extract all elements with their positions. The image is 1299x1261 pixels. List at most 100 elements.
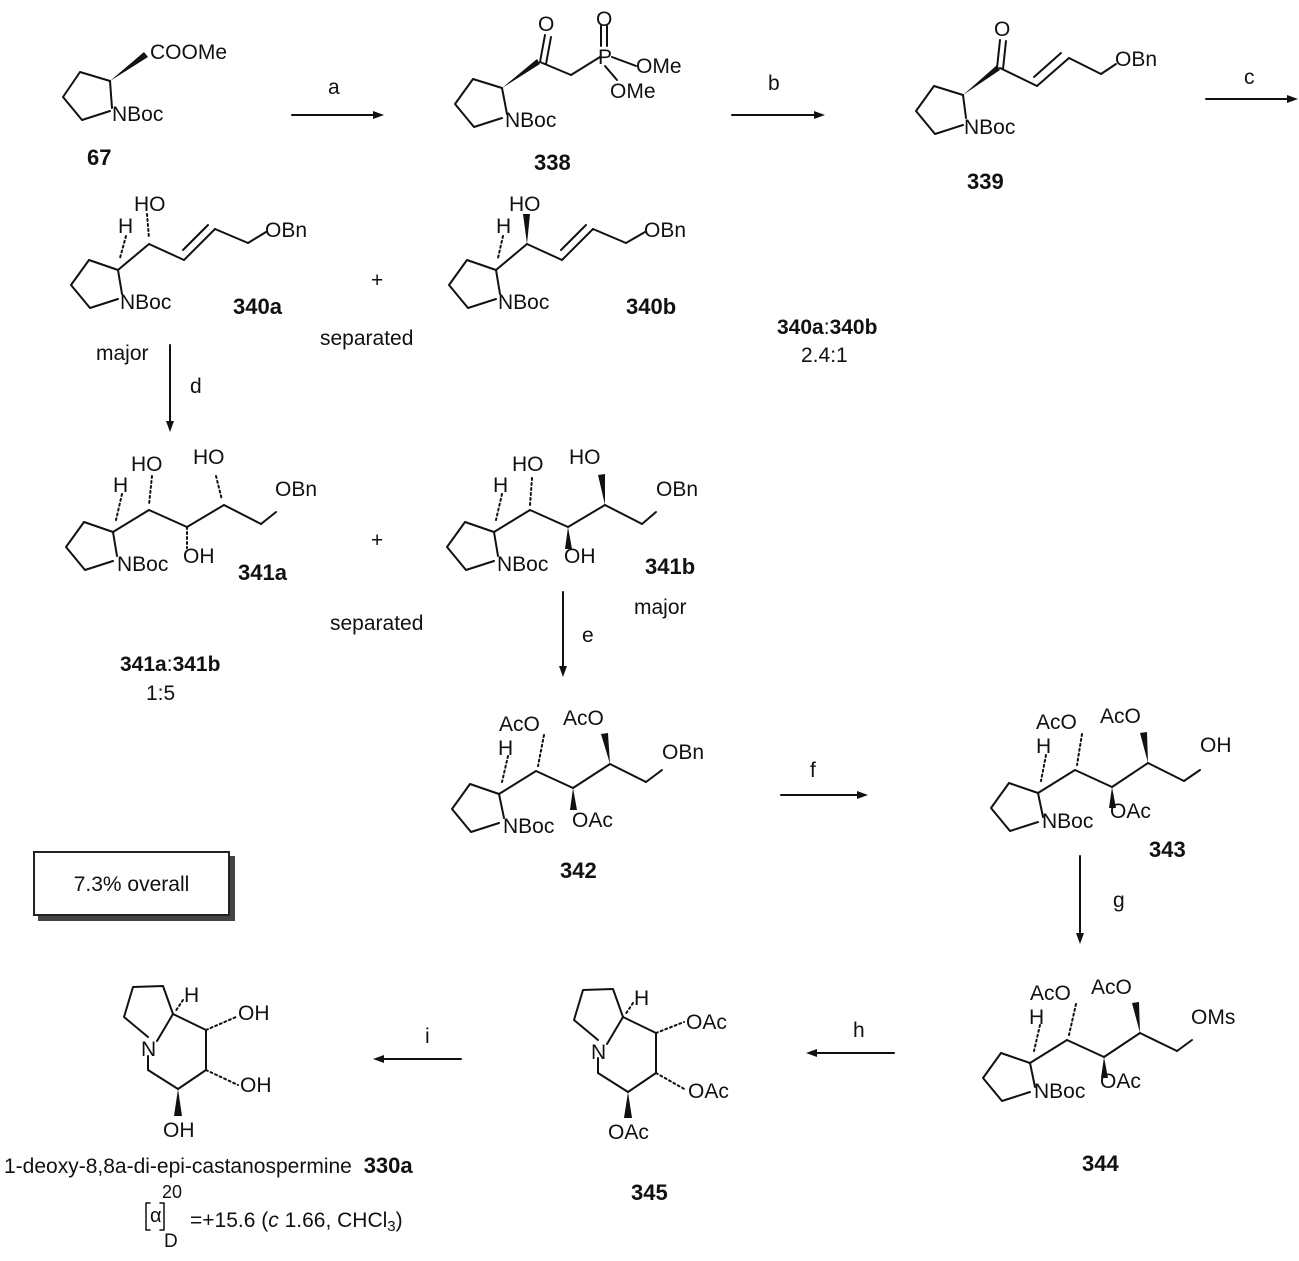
compound-341a: 341a [238, 560, 287, 585]
compound-343: 343 [1149, 837, 1186, 862]
structure-341b [446, 474, 657, 571]
overall-yield-text: 7.3% overall [73, 873, 190, 896]
structure-341a [65, 475, 277, 571]
label-343-aco2: AcO [1100, 705, 1141, 728]
label-343-oac: OAc [1110, 800, 1151, 823]
label-341b-ho1: HO [512, 453, 544, 476]
label-338-ome1: OMe [636, 55, 682, 78]
structure-343 [990, 732, 1201, 832]
structure-342 [451, 733, 663, 833]
label-342-obn: OBn [662, 741, 705, 764]
label-344-oac: OAc [1100, 1070, 1141, 1093]
step-a: a [328, 76, 340, 99]
label-341a-ho1: HO [131, 453, 163, 476]
step-b: b [768, 72, 780, 95]
compound-340b: 340b [626, 294, 677, 319]
label-343-oh: OH [1200, 734, 1232, 757]
label-345-oac3: OAc [608, 1121, 649, 1144]
compound-342: 342 [560, 858, 597, 883]
label-342-oac: OAc [572, 809, 613, 832]
label-343-nboc: NBoc [1042, 810, 1094, 833]
label-343-aco1: AcO [1036, 711, 1077, 734]
product-name-line: 1-deoxy-8,8a-di-epi-castanospermine 330a [4, 1153, 413, 1178]
label-345-oac2: OAc [688, 1080, 729, 1103]
label-338-o2: O [596, 8, 613, 31]
label-341a-ho2: HO [193, 446, 225, 469]
rotation-value-text: =+15.6 ( [190, 1209, 269, 1232]
label-341b-nboc: NBoc [497, 553, 549, 576]
label-330a-oh3: OH [163, 1119, 195, 1142]
ratio-340-value: 2.4:1 [801, 344, 848, 367]
label-341a-h: H [113, 474, 129, 497]
label-341a-obn: OBn [275, 478, 318, 501]
rotation-close: ) [395, 1209, 403, 1232]
label-340b-ho: HO [509, 193, 541, 216]
label-330a-h: H [184, 984, 200, 1007]
structure-338 [454, 25, 637, 128]
label-67-nboc: NBoc [112, 103, 164, 126]
label-342-h: H [498, 737, 514, 760]
label-344-nboc: NBoc [1034, 1080, 1086, 1103]
product-name: 1-deoxy-8,8a-di-epi-castanospermine [4, 1155, 352, 1178]
label-67-coome: COOMe [150, 41, 228, 64]
label-338-p: P [598, 46, 613, 69]
label-344-h: H [1029, 1006, 1045, 1029]
label-338-nboc: NBoc [505, 109, 557, 132]
ratio-340-b: 340b [829, 316, 878, 339]
label-340a-nboc: NBoc [120, 291, 172, 314]
step-i: i [425, 1025, 430, 1048]
rotation-value: =+15.6 (c 1.66, CHCl3) [190, 1210, 403, 1234]
separated-341: separated [330, 612, 424, 635]
label-344-oms: OMs [1191, 1006, 1236, 1029]
label-340b-obn: OBn [644, 219, 687, 242]
label-342-aco1: AcO [499, 713, 540, 736]
rotation-conc: 1.66, CHCl [278, 1209, 388, 1232]
compound-339: 339 [967, 169, 1004, 194]
rotation-temp: 20 [162, 1182, 183, 1202]
label-339-o: O [994, 18, 1011, 41]
rotation-line: D [164, 1231, 178, 1252]
major-340a: major [96, 342, 149, 365]
ratio-341-value: 1:5 [146, 682, 176, 705]
label-345-h: H [634, 987, 650, 1010]
compound-338: 338 [534, 150, 571, 175]
compound-341b: 341b [645, 554, 696, 579]
ratio-340-a: 340a [777, 316, 824, 339]
label-341b-oh: OH [564, 545, 596, 568]
ratio-340: 340a:340b [777, 317, 877, 338]
label-341a-oh: OH [183, 545, 215, 568]
step-e: e [582, 624, 594, 647]
label-345-oac1: OAc [686, 1011, 727, 1034]
structure-344 [982, 1002, 1193, 1102]
step-g: g [1113, 889, 1125, 912]
step-c: c [1244, 66, 1255, 89]
structure-67 [62, 52, 148, 121]
label-340b-nboc: NBoc [498, 291, 550, 314]
structure-345 [573, 988, 687, 1118]
separated-340: separated [320, 327, 414, 350]
label-340a-ho: HO [134, 193, 166, 216]
ratio-341-b: 341b [172, 653, 221, 676]
label-344-aco2: AcO [1091, 976, 1132, 999]
label-338-ome2: OMe [610, 80, 656, 103]
label-343-h: H [1036, 735, 1052, 758]
compound-330a: 330a [363, 1153, 413, 1178]
compound-344: 344 [1082, 1151, 1119, 1176]
rotation-alpha: α [150, 1205, 162, 1227]
label-341b-h: H [493, 474, 509, 497]
label-339-obn: OBn [1115, 48, 1158, 71]
compound-67: 67 [87, 145, 112, 170]
label-340b-h: H [496, 215, 512, 238]
structure-339 [915, 39, 1117, 135]
plus-340: + [371, 269, 384, 292]
label-340a-obn: OBn [265, 219, 308, 242]
rotation-sub: 3 [387, 1218, 396, 1235]
label-342-nboc: NBoc [503, 815, 555, 838]
structure-340a [70, 213, 267, 309]
label-338-o: O [538, 13, 555, 36]
label-330a-n: N [141, 1038, 157, 1061]
major-341b: major [634, 596, 687, 619]
rotation-c: c [268, 1209, 279, 1232]
plus-341: + [371, 529, 384, 552]
